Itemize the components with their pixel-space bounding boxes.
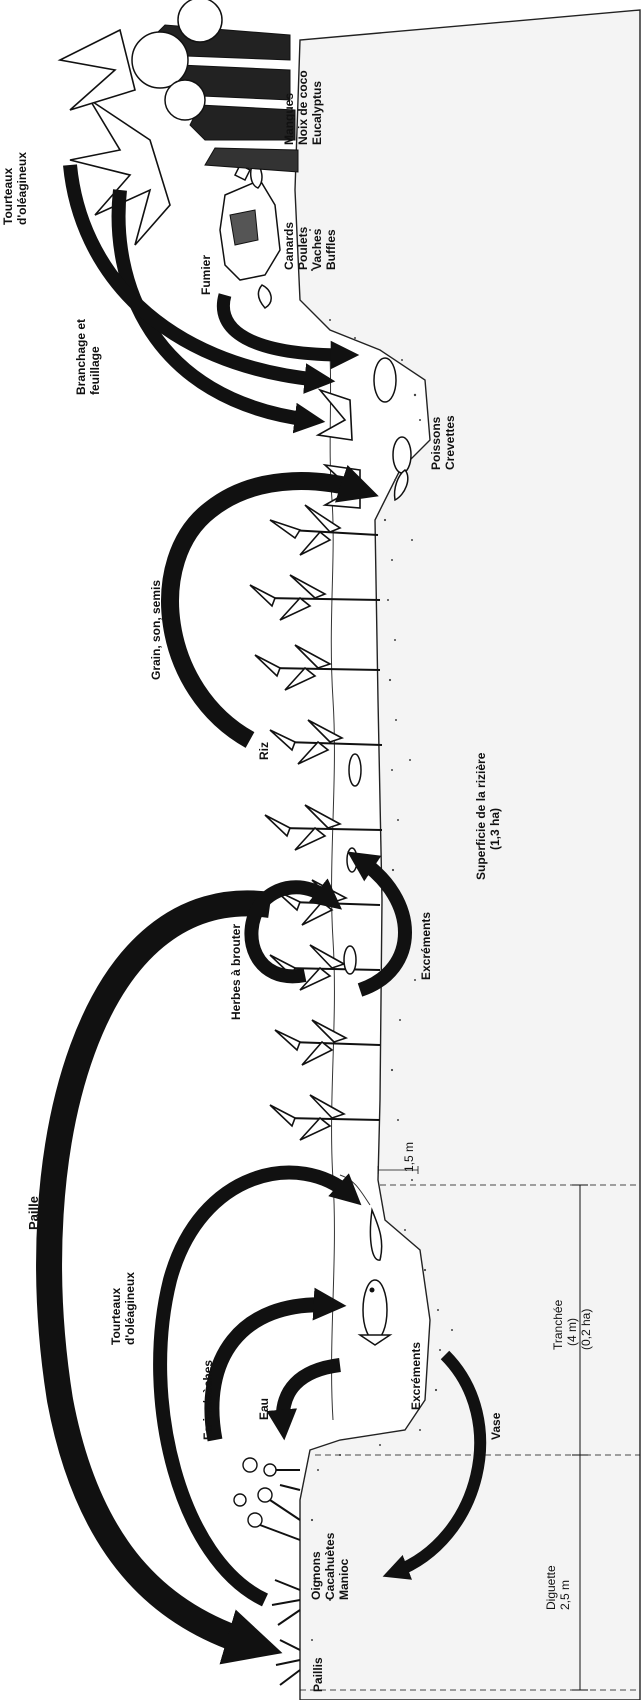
- label-tourteaux-left: Tourteaux d'oléagineux: [109, 1272, 137, 1345]
- label-herbes: Herbes à brouter: [229, 924, 243, 1020]
- label-excrements-field: Excréments: [419, 912, 433, 980]
- label-tourteaux-top: Tourteaux d'oléagineux: [1, 152, 29, 225]
- rice-plant: [270, 720, 382, 764]
- label-excrements-trench: Excréments: [409, 1342, 423, 1410]
- livestock: [220, 160, 280, 308]
- rice-plant: [270, 1095, 380, 1140]
- rice-plant: [265, 805, 382, 850]
- label-paille: Paille: [26, 1196, 41, 1230]
- label-farine: Farine/sèches: [201, 1360, 215, 1440]
- label-eau: Eau: [257, 1398, 271, 1420]
- label-vase: Vase: [489, 1412, 503, 1440]
- label-grain: Grain, son, semis: [149, 580, 163, 680]
- label-paillis: Paillis: [311, 1657, 325, 1692]
- rice-plant: [250, 575, 380, 620]
- rice-plants: [250, 505, 382, 1140]
- label-branchage: Branchage et feuillage: [74, 316, 102, 395]
- water-surface: [330, 355, 334, 1420]
- rice-plant: [275, 1020, 380, 1065]
- label-poissons: Poissons Crevettes: [429, 413, 457, 470]
- label-depth: 1,5 m: [402, 1142, 416, 1172]
- rice-plant: [255, 645, 380, 690]
- label-riz: Riz: [257, 742, 271, 760]
- rice-plant: [270, 505, 378, 555]
- label-fumier: Fumier: [199, 255, 213, 295]
